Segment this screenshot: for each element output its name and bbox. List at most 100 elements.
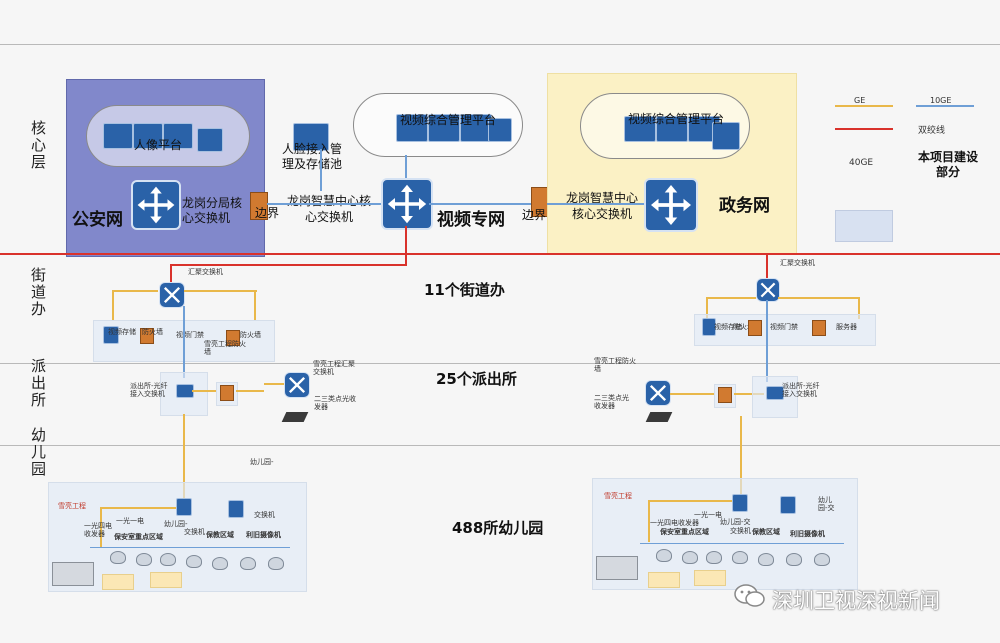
reuse-l-label: 利旧摄像机 <box>246 531 281 539</box>
layer-label-street: 街道办 <box>29 267 47 318</box>
fw-r-label: 防火墙 <box>733 323 754 331</box>
storage-label: 视频存储 <box>108 328 136 336</box>
server-rack-icon <box>428 114 460 142</box>
storage-icon <box>103 326 119 344</box>
ge-line <box>778 297 860 299</box>
xueliang-left-label: 雪亮工程汇聚交换机 <box>313 360 355 376</box>
fw2-label: 防火墙 <box>240 331 261 339</box>
firewall-icon <box>748 320 762 336</box>
camera-note-box <box>150 572 182 588</box>
key-area-r-label: 保安室重点区域 <box>660 528 709 536</box>
legend-red-line <box>835 128 893 130</box>
camera-icon <box>656 549 672 562</box>
video-mgmt-left-label: 视频综合管理平台 <box>400 113 497 127</box>
reuse-r-label: 利旧摄像机 <box>790 530 825 538</box>
firewall-icon <box>718 387 732 403</box>
legend-twisted-label: 双绞线 <box>918 126 946 136</box>
one-light-r-label: 一光四电收发器 <box>650 519 699 527</box>
twisted-pair-line <box>0 253 1000 255</box>
xueliang-l-label: 雪亮工程 <box>58 502 86 510</box>
ge-line <box>858 297 860 319</box>
security-r-label: 保教区域 <box>752 528 780 536</box>
workstation-icon <box>488 118 512 142</box>
core-switch-icon <box>381 178 433 230</box>
camera-note-box <box>694 570 726 586</box>
access-switch-icon <box>228 500 244 518</box>
twisted-pair-line <box>170 264 172 282</box>
access-switch-icon <box>645 380 671 406</box>
core-switch-icon <box>131 180 181 230</box>
smart-center-right-label: 龙岗智慧中心核心交换机 <box>565 191 638 221</box>
access-switch-icon <box>176 498 192 516</box>
firewall-icon <box>140 328 154 344</box>
kinder-l-label: 幼儿园- <box>164 520 188 528</box>
street-title: 11个街道办 <box>424 281 505 299</box>
optical-transceiver-icon <box>281 412 309 422</box>
agg-switch-icon <box>159 282 185 308</box>
ge-line <box>184 290 257 292</box>
camera-icon <box>212 557 228 570</box>
firewall-icon <box>812 320 826 336</box>
legend-10ge-label: 10GE <box>930 96 952 105</box>
camera-icon <box>732 551 748 564</box>
divider-street-police <box>0 363 1000 364</box>
access-left-label: 派出所-光纤接入交换机 <box>130 382 168 398</box>
access-switch-icon <box>732 494 748 512</box>
twisted-pair-line <box>766 253 768 278</box>
legend-ge-label: GE <box>854 96 866 105</box>
server-rack-icon <box>396 114 428 142</box>
video-net-label: 视频专网 <box>437 210 505 230</box>
camera-note-box <box>102 574 134 590</box>
ge-line <box>740 416 742 494</box>
firewall-icon <box>250 192 268 220</box>
access-switch-icon <box>284 372 310 398</box>
camera-icon <box>682 551 698 564</box>
switch2-l-label: 交换机 <box>254 511 275 519</box>
gov-net-label: 政务网 <box>719 196 770 216</box>
one-light2-r-label: 一光一电 <box>694 511 722 519</box>
lg-core-switch-label: 龙岗分局核心交换机 <box>182 196 243 225</box>
link-line <box>90 547 290 548</box>
kinder-r-label: 幼儿园-交 <box>720 518 751 526</box>
smart-center-left-label: 龙岗智慧中心核心交换机 <box>286 194 371 224</box>
firewall-icon <box>226 330 240 346</box>
camera-icon <box>240 557 256 570</box>
divider-police-kinder <box>0 445 1000 446</box>
police-net-label: 公安网 <box>72 210 123 230</box>
camera-group-icon <box>596 556 638 580</box>
optical-transceiver-icon <box>645 412 673 422</box>
ge-line <box>112 290 114 320</box>
access-switch-icon <box>766 386 784 400</box>
top-divider <box>0 44 1000 45</box>
ge-line <box>706 297 756 299</box>
server-rack-icon <box>103 123 133 149</box>
ge-line <box>254 290 256 320</box>
kinder2-r-label: 幼儿园-交 <box>818 496 835 512</box>
agg-switch-left-label: 汇聚交换机 <box>188 268 223 276</box>
server-r-label: 服务器 <box>836 323 857 331</box>
twisted-pair-line <box>405 226 407 266</box>
camera-group-icon <box>52 562 94 586</box>
camera-icon <box>268 557 284 570</box>
link-line <box>405 155 407 178</box>
firewall-label: 防火墙 <box>142 328 163 336</box>
ge-line <box>100 507 176 509</box>
server-rack-icon <box>133 123 163 149</box>
server-rack-icon <box>163 123 193 149</box>
server-rack-icon <box>656 116 688 142</box>
kinder-title: 488所幼儿园 <box>452 519 544 537</box>
xueliang-r-label: 雪亮工程 <box>604 492 632 500</box>
xueliang-fw-label: 雪亮工程防火墙 <box>204 340 246 356</box>
gate-label: 视频门禁 <box>176 331 204 339</box>
face-mgmt-label: 人脸接入管理及存储池 <box>282 142 343 171</box>
police-title: 25个派出所 <box>436 370 517 388</box>
xueliang-right-label: 雪亮工程防火墙 <box>594 357 636 373</box>
ge-line <box>706 297 708 319</box>
agg-switch-right-label: 汇聚交换机 <box>780 259 815 267</box>
server-rack-icon <box>293 123 329 151</box>
ge-line <box>192 390 216 392</box>
access-switch-icon <box>780 496 796 514</box>
video-mgmt-right-label: 视频综合管理平台 <box>628 112 725 126</box>
link-line <box>183 306 185 378</box>
link-line <box>320 149 322 191</box>
